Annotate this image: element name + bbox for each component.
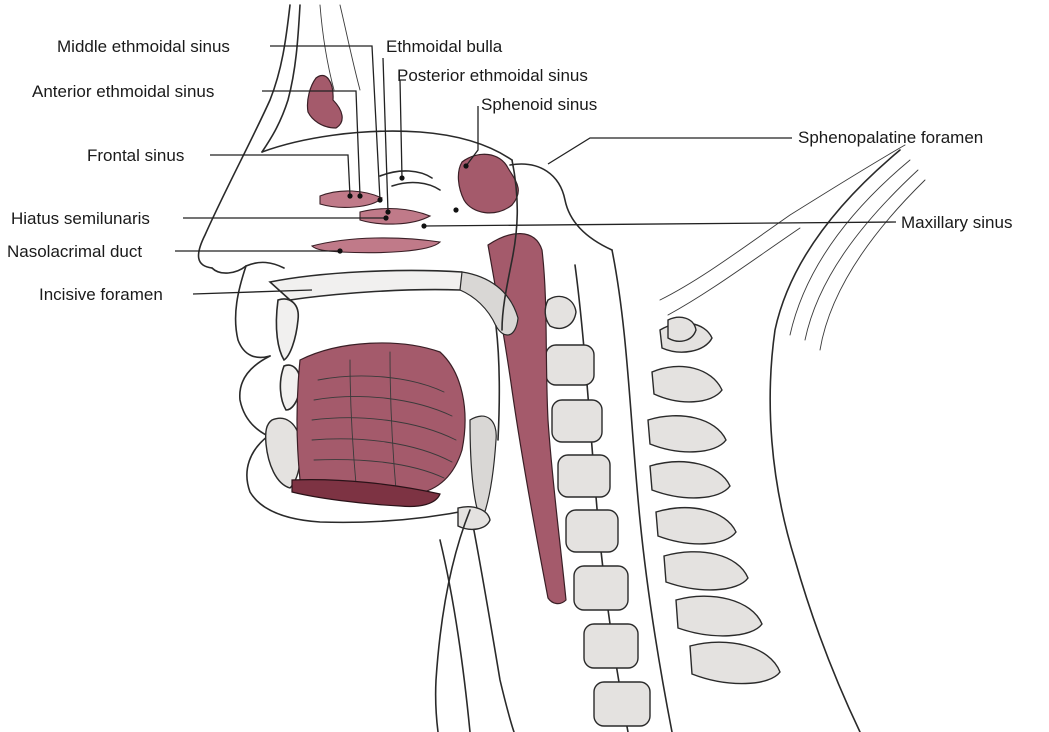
label-posterior-ethmoidal-sinus: Posterior ethmoidal sinus: [397, 66, 588, 85]
spinous-process: [650, 462, 730, 498]
leader-posterior-ethmoidal-sinus: [400, 80, 406, 178]
oropharynx-anterior: [496, 326, 499, 440]
vertebral-body: [574, 566, 628, 610]
lower-lip: [240, 356, 270, 436]
spinous-process: [676, 596, 762, 636]
vertebral-body: [546, 345, 594, 385]
superior-concha: [320, 191, 382, 207]
label-sphenopalatine-foramen: Sphenopalatine foramen: [798, 128, 983, 147]
vertebral-body: [566, 510, 618, 552]
label-maxillary-sinus: Maxillary sinus: [901, 213, 1012, 232]
larynx-outline: [470, 510, 514, 732]
leader-frontal-sinus: [210, 155, 350, 196]
atlas-posterior-arch: [668, 317, 696, 341]
label-sphenoid-sinus: Sphenoid sinus: [481, 95, 597, 114]
sphenoid-sinus-shape: [458, 154, 518, 213]
leader-ethmoidal-bulla: [383, 58, 388, 212]
illustration: [199, 5, 925, 732]
label-hiatus-semilunaris: Hiatus semilunaris: [11, 209, 150, 228]
label-nasolacrimal-duct: Nasolacrimal duct: [7, 242, 142, 261]
label-middle-ethmoidal-sinus: Middle ethmoidal sinus: [57, 37, 230, 56]
frontal-sinus-shape: [307, 75, 342, 128]
mandible-symphysis: [266, 418, 301, 488]
spinous-process: [690, 642, 780, 683]
label-ethmoidal-bulla: Ethmoidal bulla: [386, 37, 503, 56]
spinous-process: [664, 552, 748, 590]
nose-contour: [212, 262, 284, 273]
spinous-process: [656, 508, 736, 544]
neck-posterior-contour: [770, 150, 900, 732]
upper-incisor: [276, 299, 298, 360]
middle-concha: [360, 209, 430, 225]
spinous-processes: [648, 323, 780, 684]
spinous-process: [652, 366, 722, 401]
label-frontal-sinus: Frontal sinus: [87, 146, 184, 165]
label-incisive-foramen: Incisive foramen: [39, 285, 163, 304]
hard-palate: [270, 270, 468, 300]
vertebral-body: [584, 624, 638, 668]
vertebral-body: [558, 455, 610, 497]
vertebral-body: [552, 400, 602, 442]
atlas-anterior-arch: [545, 296, 576, 328]
leader-sphenopalatine-foramen: [548, 138, 792, 164]
upper-lip: [236, 266, 270, 357]
epiglottis: [470, 416, 496, 520]
cervical-vertebral-bodies: [546, 345, 650, 726]
label-anterior-ethmoidal-sinus: Anterior ethmoidal sinus: [32, 82, 214, 101]
vertebral-body: [594, 682, 650, 726]
spinous-process: [648, 416, 726, 452]
